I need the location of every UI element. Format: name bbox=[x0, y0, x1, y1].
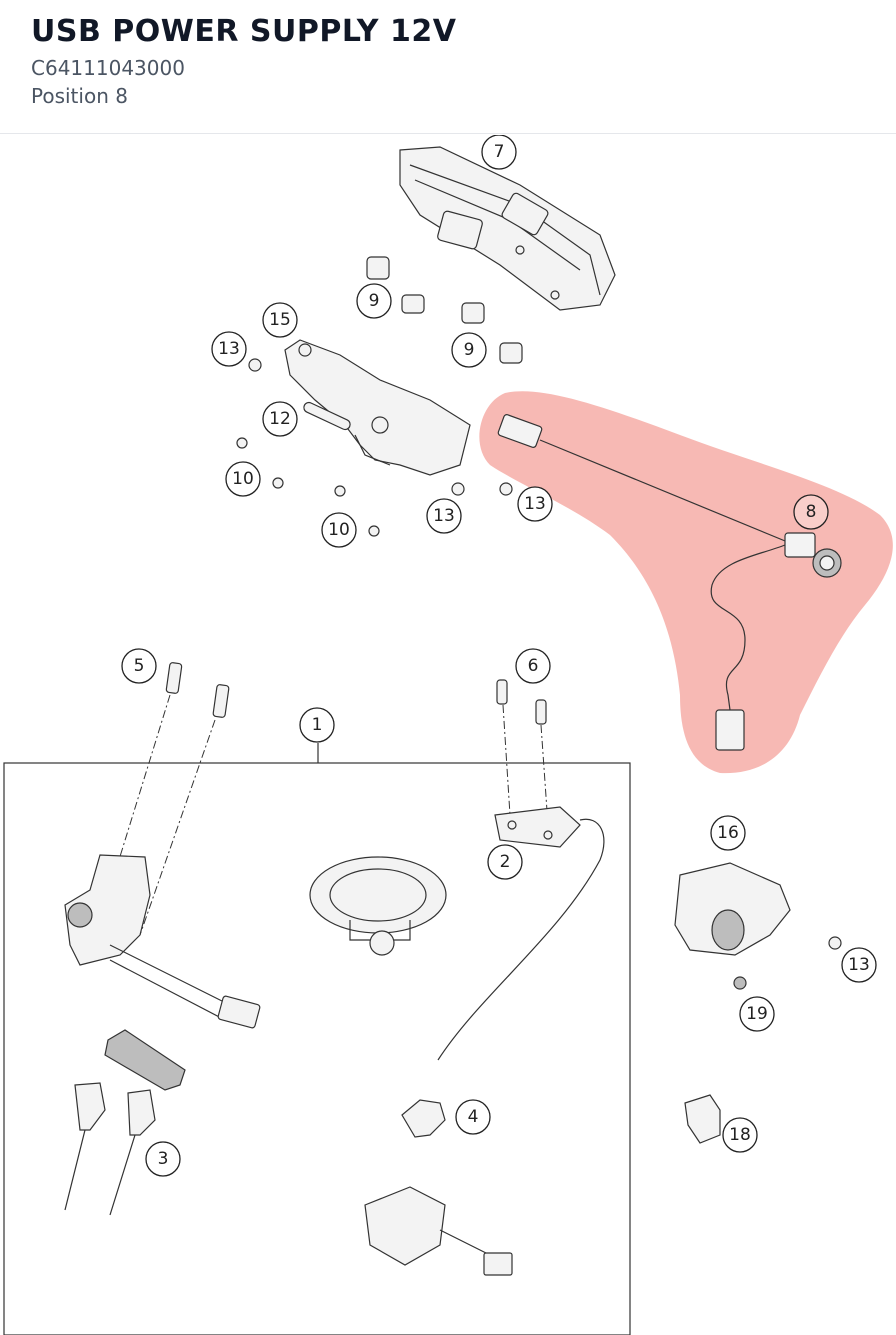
callout-label: 9 bbox=[464, 340, 475, 360]
callout-label: 9 bbox=[369, 291, 380, 311]
callout-3[interactable]: 3 bbox=[145, 1141, 181, 1177]
part-8-usb-power-supply bbox=[497, 414, 842, 751]
callout-label: 6 bbox=[528, 656, 539, 676]
part-6-screws bbox=[496, 679, 549, 826]
callout-4[interactable]: 4 bbox=[455, 1099, 491, 1135]
ignition-lock bbox=[64, 854, 261, 1029]
screws bbox=[236, 358, 513, 537]
part-2-sensor bbox=[437, 806, 605, 1061]
callout-10[interactable]: 10 bbox=[321, 512, 357, 548]
callout-label: 19 bbox=[746, 1004, 768, 1024]
part-18-bracket bbox=[684, 1094, 721, 1144]
page-title: USB POWER SUPPLY 12V bbox=[31, 14, 457, 49]
header: USB POWER SUPPLY 12V C64111043000 Positi… bbox=[0, 0, 896, 134]
callout-label: 8 bbox=[806, 502, 817, 522]
callout-9[interactable]: 9 bbox=[451, 332, 487, 368]
callout-13[interactable]: 13 bbox=[517, 486, 553, 522]
callout-label: 18 bbox=[729, 1125, 751, 1145]
callout-13[interactable]: 13 bbox=[211, 331, 247, 367]
part-9-rubber-bushings bbox=[366, 256, 523, 364]
callout-label: 10 bbox=[328, 520, 350, 540]
callout-15[interactable]: 15 bbox=[262, 302, 298, 338]
callout-9[interactable]: 9 bbox=[356, 283, 392, 319]
callout-label: 13 bbox=[848, 955, 870, 975]
callout-13[interactable]: 13 bbox=[841, 947, 877, 983]
part-1-kit-outline bbox=[3, 762, 631, 1335]
part-7-instrument-cluster bbox=[399, 146, 616, 311]
callout-label: 7 bbox=[494, 142, 505, 162]
callout-12[interactable]: 12 bbox=[262, 401, 298, 437]
part-15-bracket bbox=[284, 339, 471, 476]
callout-label: 4 bbox=[468, 1107, 479, 1127]
callout-19[interactable]: 19 bbox=[739, 996, 775, 1032]
part-number: C64111043000 bbox=[31, 56, 185, 80]
callout-16[interactable]: 16 bbox=[710, 815, 746, 851]
callout-10[interactable]: 10 bbox=[225, 461, 261, 497]
part-4-clip bbox=[401, 1099, 446, 1138]
callout-label: 10 bbox=[232, 469, 254, 489]
keys bbox=[64, 1029, 186, 1216]
callout-label: 5 bbox=[134, 656, 145, 676]
callout-18[interactable]: 18 bbox=[722, 1117, 758, 1153]
position-label: Position 8 bbox=[31, 84, 128, 108]
callout-label: 13 bbox=[524, 494, 546, 514]
control-module bbox=[364, 1186, 513, 1276]
callout-1[interactable]: 1 bbox=[299, 707, 335, 743]
callout-6[interactable]: 6 bbox=[515, 648, 551, 684]
callout-2[interactable]: 2 bbox=[487, 844, 523, 880]
callout-label: 15 bbox=[269, 310, 291, 330]
callout-label: 12 bbox=[269, 409, 291, 429]
callout-5[interactable]: 5 bbox=[121, 648, 157, 684]
callout-13[interactable]: 13 bbox=[426, 498, 462, 534]
callout-label: 13 bbox=[218, 339, 240, 359]
fuel-cap bbox=[309, 856, 447, 956]
callout-label: 16 bbox=[717, 823, 739, 843]
callout-label: 13 bbox=[433, 506, 455, 526]
callout-label: 3 bbox=[158, 1149, 169, 1169]
highlight-region-8[interactable] bbox=[479, 391, 893, 774]
part-16-cover bbox=[674, 862, 842, 990]
callout-7[interactable]: 7 bbox=[481, 135, 517, 170]
part-12-pin bbox=[303, 401, 351, 431]
callout-8[interactable]: 8 bbox=[793, 494, 829, 530]
callout-label: 2 bbox=[500, 852, 511, 872]
callout-label: 1 bbox=[312, 715, 323, 735]
